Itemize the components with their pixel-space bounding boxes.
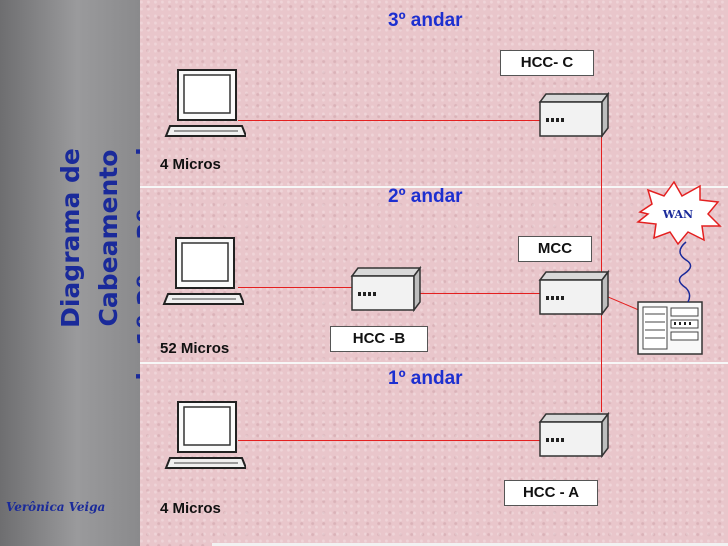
cable-backbone: [601, 130, 602, 412]
hub-label-hcc-a: HCC - A: [504, 480, 598, 506]
hub-label-hcc-c: HCC- C: [500, 50, 594, 76]
cable-floor-1: [238, 440, 540, 441]
cable-floor-2-hcc-b: [418, 293, 540, 294]
wan-label: WAN: [662, 208, 693, 221]
diagram-area: [140, 0, 728, 546]
floor-2-label: 2º andar: [388, 186, 463, 207]
floor-1-label: 1º andar: [388, 368, 463, 389]
cable-floor-2-micros: [238, 287, 352, 288]
sidebar-title-line1: Diagrama de Cabeamento: [56, 148, 123, 328]
floor-divider-top: [140, 186, 728, 188]
hub-label-mcc: MCC: [518, 236, 592, 262]
computer-icon: [164, 401, 246, 469]
sidebar: Diagrama de Cabeamento do 1º 2º e 3º and…: [0, 0, 161, 546]
hub-label-hcc-b: HCC -B: [330, 326, 428, 352]
hub-icon: [538, 92, 610, 138]
floor-2-micro-count: 52 Micros: [160, 340, 230, 357]
wan-cloud-icon: WAN: [636, 180, 722, 303]
hub-icon: [350, 266, 422, 312]
cable-floor-3: [238, 120, 540, 121]
floor-divider-bottom: [140, 362, 728, 364]
sidebar-title: Diagrama de Cabeamento do 1º 2º e 3º and…: [52, 58, 161, 418]
hub-icon: [538, 412, 610, 458]
server-rack-icon: [637, 301, 703, 355]
computer-icon: [164, 69, 246, 137]
floor-3-micro-count: 4 Micros: [160, 156, 221, 173]
footer-line: [212, 543, 728, 546]
author-signature: Verônica Veiga: [6, 500, 106, 514]
floor-3-label: 3º andar: [388, 10, 463, 31]
computer-icon: [162, 237, 244, 305]
floor-1-micro-count: 4 Micros: [160, 500, 221, 517]
hub-icon: [538, 270, 610, 316]
